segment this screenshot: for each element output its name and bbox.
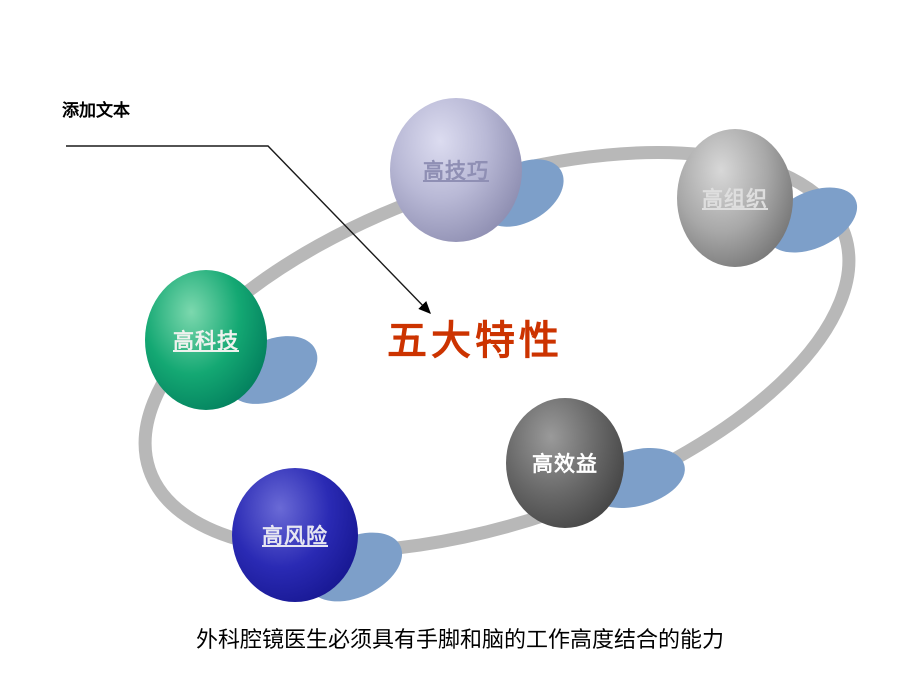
node-high-skill[interactable]: 高技巧 xyxy=(390,98,522,242)
node-high-technology-label: 高科技 xyxy=(173,330,239,353)
node-high-efficiency[interactable]: 高效益 xyxy=(506,398,624,528)
node-high-efficiency-label: 高效益 xyxy=(532,453,598,476)
annotation-label: 添加文本 xyxy=(62,101,130,120)
node-high-skill-label: 高技巧 xyxy=(423,160,489,183)
annotation-arrow xyxy=(66,145,431,315)
caption: 外科腔镜医生必须具有手脚和脑的工作高度结合的能力 xyxy=(195,627,724,652)
node-high-organization[interactable]: 高组织 xyxy=(677,129,793,267)
node-high-risk[interactable]: 高风险 xyxy=(232,468,358,602)
node-high-technology[interactable]: 高科技 xyxy=(145,270,267,410)
node-high-organization-label: 高组织 xyxy=(702,188,768,211)
center-title: 五大特性 xyxy=(387,318,563,363)
node-high-risk-label: 高风险 xyxy=(262,525,328,548)
